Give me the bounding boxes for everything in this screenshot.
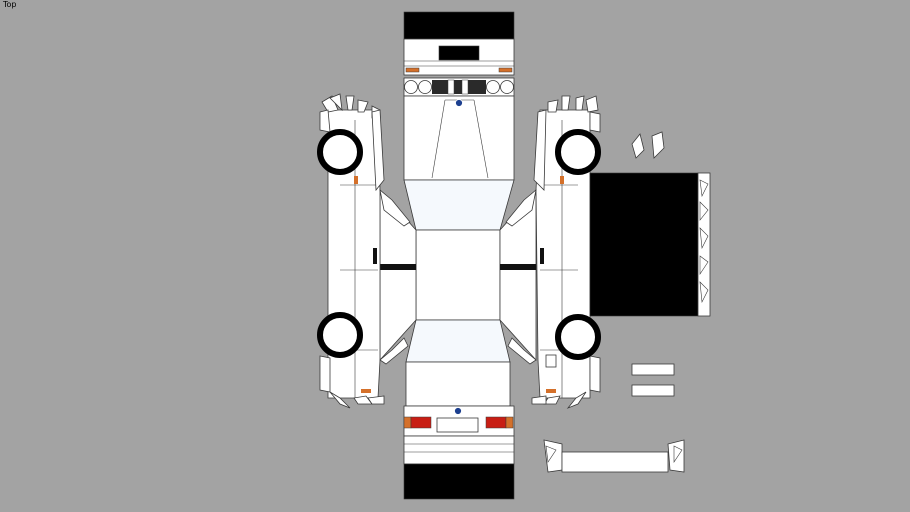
front-badge-icon: [455, 99, 463, 107]
trunk-lid: [405, 361, 511, 407]
left-side-marker-rear: [361, 389, 371, 393]
right-front-wheel-icon: [555, 129, 601, 175]
spoiler-center: [561, 451, 669, 473]
rear-right-indicator: [505, 416, 514, 429]
windscreen: [403, 179, 515, 231]
front-bumper-black-panel: [403, 11, 515, 40]
rear-left-taillight: [410, 416, 432, 429]
mirror-piece-left: [631, 133, 645, 159]
car-left-side-panel[interactable]: [317, 93, 417, 409]
right-fuel-flap: [545, 354, 557, 368]
view-label: Top: [3, 0, 17, 9]
headlight-outer-right: [500, 80, 514, 94]
rear-window: [405, 319, 511, 363]
car-body-center-strip[interactable]: [403, 11, 515, 500]
car-right-side-panel[interactable]: [499, 95, 601, 409]
front-left-indicator: [405, 67, 420, 73]
rear-bumper: [403, 435, 515, 465]
right-side-marker-rear: [546, 389, 556, 393]
strip-part-top: [631, 363, 675, 376]
front-plate-slot: [438, 45, 480, 61]
kidney-grille-right: [461, 79, 469, 95]
rear-plate-area: [436, 417, 479, 433]
hood-panel: [403, 95, 515, 181]
spoiler-end-right: [667, 439, 685, 473]
left-door-handle-strip: [380, 264, 416, 270]
headlight-outer-left: [404, 80, 418, 94]
kidney-grille-left: [447, 79, 455, 95]
right-side-marker-front: [560, 176, 564, 184]
front-grille: [432, 80, 486, 94]
left-side-marker-front: [354, 176, 358, 184]
mirror-parts[interactable]: [631, 131, 665, 159]
rear-bumper-black-panel: [403, 463, 515, 500]
rear-left-indicator: [403, 416, 412, 429]
spoiler-end-left: [543, 439, 563, 473]
spoiler-part[interactable]: [543, 439, 685, 473]
right-rear-wheel-icon: [555, 314, 601, 360]
right-door-handle-strip: [500, 264, 536, 270]
rear-right-taillight: [485, 416, 507, 429]
headlight-inner-left: [418, 80, 432, 94]
mirror-piece-right: [651, 131, 665, 159]
headlight-inner-right: [486, 80, 500, 94]
front-right-indicator: [498, 67, 513, 73]
rear-badge-icon: [454, 407, 462, 415]
right-mirror-mount: [540, 248, 544, 264]
strip-part-bottom: [631, 384, 675, 397]
left-mirror-mount: [373, 248, 377, 264]
left-front-wheel-icon: [317, 129, 363, 175]
left-rear-wheel-icon: [317, 312, 363, 358]
strip-parts[interactable]: [631, 363, 675, 397]
roof-panel: [415, 229, 501, 321]
underside-panel[interactable]: [589, 172, 711, 317]
underside-black-panel: [589, 172, 699, 317]
